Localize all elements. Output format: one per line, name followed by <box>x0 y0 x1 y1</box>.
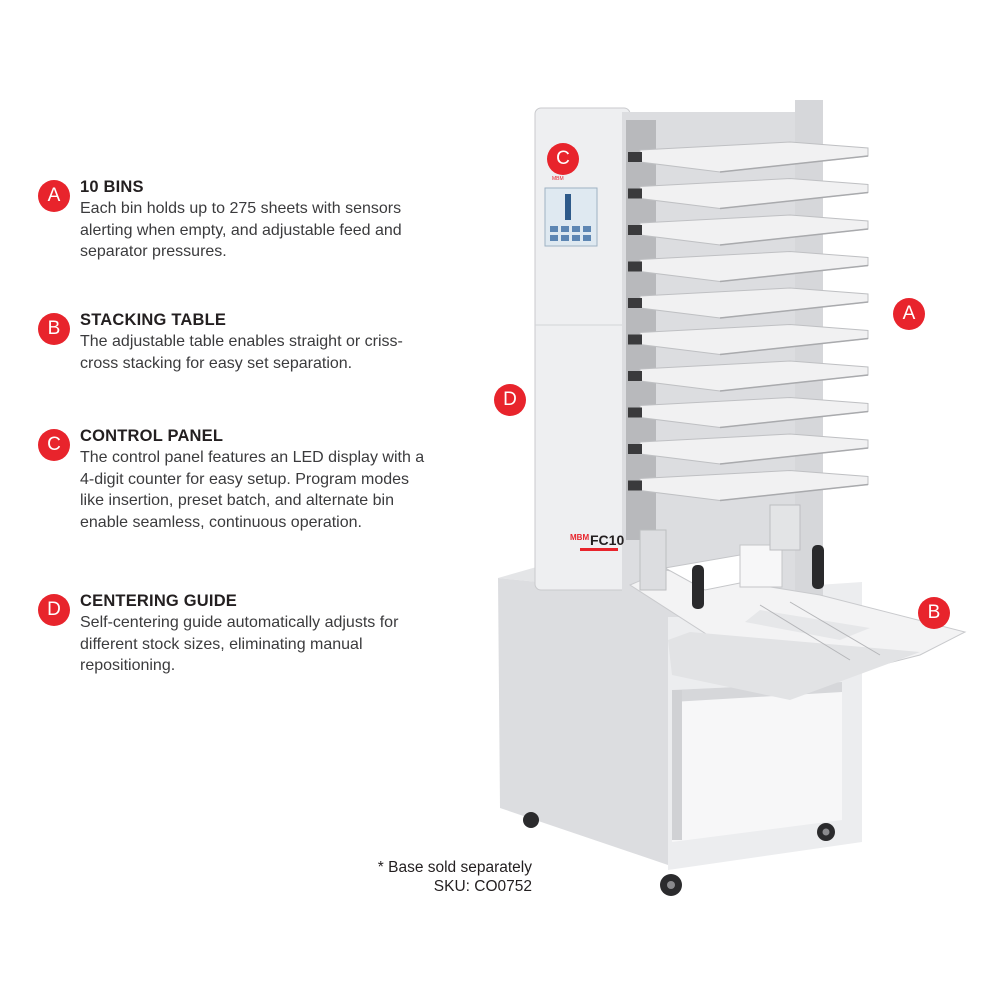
feature-title: 10 BINS <box>80 178 144 196</box>
bins-group <box>628 141 869 502</box>
bin-feeder <box>628 480 642 491</box>
feature-title: CONTROL PANEL <box>80 427 224 445</box>
bin-feeder <box>628 298 642 308</box>
brand-label: MBM <box>570 533 589 542</box>
callout-a: A <box>893 298 925 330</box>
bin-feeder <box>628 371 642 381</box>
bin-feeder <box>628 334 642 345</box>
feature-description: Each bin holds up to 275 sheets with sen… <box>80 200 402 260</box>
bin-tray-edge <box>719 228 869 246</box>
bin-feeder <box>628 261 642 272</box>
badge-b: B <box>38 313 70 345</box>
bin-tray-edge <box>719 447 869 465</box>
centering-guide-post <box>812 545 824 589</box>
callout-c: C <box>547 143 579 175</box>
feature-description: The control panel features an LED displa… <box>80 449 425 531</box>
footnote-sku: SKU: CO0752 <box>433 878 532 895</box>
stacking-table <box>628 504 967 700</box>
centering-guide-post <box>692 565 704 609</box>
bin-feeder <box>628 152 642 162</box>
callout-d: D <box>494 384 526 416</box>
bin-feeder <box>628 188 642 199</box>
badge-a: A <box>38 180 70 212</box>
bin-tray-edge <box>719 483 869 502</box>
feature-title: STACKING TABLE <box>80 311 227 329</box>
bin-tray-edge <box>719 301 869 319</box>
model-label: FC10 <box>590 532 624 548</box>
bin-feeder <box>628 444 642 454</box>
svg-text:MBM: MBM <box>552 176 564 182</box>
feature-title: CENTERING GUIDE <box>80 592 238 610</box>
footnote: * Base sold separately SKU: CO0752 <box>378 858 532 896</box>
bin-feeder <box>628 225 642 235</box>
footnote-base-note: * Base sold separately <box>377 859 532 876</box>
bin-tray-edge <box>719 155 869 173</box>
bin-tray-edge <box>719 374 869 392</box>
badge-c: C <box>38 429 70 461</box>
bin-tray-edge <box>719 410 869 429</box>
bin-tray-edge <box>719 191 869 210</box>
collator-machine-illustration: MBM MBM FC10 <box>498 100 967 896</box>
bin-tray-edge <box>719 337 869 356</box>
feature-description: Self-centering guide automatically adjus… <box>80 614 399 674</box>
badge-d: D <box>38 594 70 626</box>
bin-tray-edge <box>719 264 869 283</box>
feature-description: The adjustable table enables straight or… <box>80 333 403 372</box>
callout-b: B <box>918 597 950 629</box>
bin-feeder <box>628 407 642 418</box>
